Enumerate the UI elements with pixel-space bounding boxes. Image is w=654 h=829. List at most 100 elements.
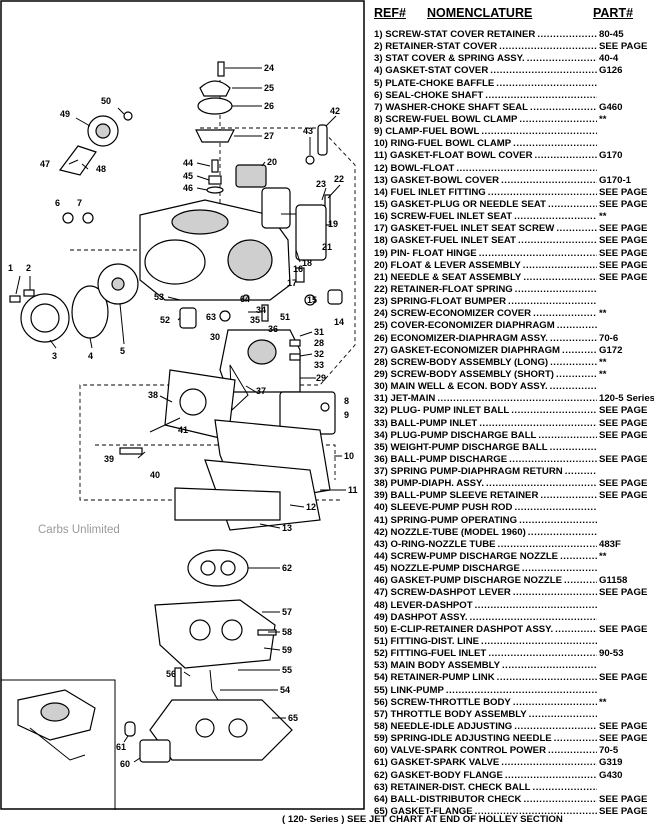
part-ref: 60) <box>374 745 388 757</box>
part-ref-name: 49) DASHPOT ASSY. <box>374 612 468 624</box>
dot-leader <box>518 235 597 247</box>
part-ref-name: 60) VALVE-SPARK CONTROL POWER <box>374 745 546 757</box>
part-ref: 13) <box>374 174 388 186</box>
callout: 41 <box>178 425 188 435</box>
dot-leader <box>514 502 597 514</box>
part-number: SEE PAGE <box>599 41 648 53</box>
part-ref: 62) <box>374 769 388 781</box>
part-number <box>599 78 654 90</box>
dot-leader <box>540 490 597 502</box>
part-ref: 7) <box>374 101 383 113</box>
part-number <box>599 563 654 575</box>
dot-leader <box>511 405 597 417</box>
part-row: 20) FLOAT & LEVER ASSEMBLYSEE PAGE <box>374 260 654 272</box>
callout: 22 <box>334 174 344 184</box>
dot-leader <box>533 782 597 794</box>
dot-leader <box>550 381 597 393</box>
callout: 33 <box>314 360 324 370</box>
callout: 9 <box>344 410 349 420</box>
part-number <box>599 381 654 393</box>
part-name: FITTING-DIST. LINE <box>390 636 480 648</box>
part-number: G319 <box>599 757 623 769</box>
callout: 29 <box>316 373 326 383</box>
callout: 47 <box>40 159 50 169</box>
part-ref-name: 33) BALL-PUMP INLET <box>374 418 477 430</box>
callout: 7 <box>77 198 82 208</box>
part-ref: 50) <box>374 623 388 635</box>
dot-leader <box>550 357 597 369</box>
main-well-body <box>219 304 301 412</box>
header-nomenclature: NOMENCLATURE <box>427 6 533 20</box>
part-ref-name: 52) FITTING-FUEL INLET <box>374 648 486 660</box>
callout: 17 <box>287 278 297 288</box>
part-name: RING-FUEL BOWL CLAMP <box>390 138 512 150</box>
part-name: RETAINER-STAT COVER <box>385 41 498 53</box>
part-name: PIN- FLOAT HINGE <box>390 247 477 259</box>
callout: 52 <box>160 315 170 325</box>
part-number: 483F <box>599 538 621 550</box>
callout: 39 <box>104 454 114 464</box>
callout: 57 <box>282 607 292 617</box>
dot-leader <box>508 296 597 308</box>
part-number: 40-4 <box>599 53 619 65</box>
part-number: ** <box>599 368 607 380</box>
part-ref: 57) <box>374 708 388 720</box>
callout: 45 <box>183 171 193 181</box>
dot-leader <box>556 223 597 235</box>
part-ref: 47) <box>374 587 388 599</box>
dot-leader <box>499 41 597 53</box>
part-row: 25) COVER-ECONOMIZER DIAPHRAGM <box>374 320 654 332</box>
part-name: WASHER-CHOKE SHAFT SEAL <box>385 101 529 113</box>
part-ref: 16) <box>374 211 388 223</box>
part-ref: 55) <box>374 684 388 696</box>
part-name: GASKET-PLUG OR NEEDLE SEAT <box>390 198 547 210</box>
part-number: G430 <box>599 769 623 781</box>
part-ref-name: 8) SCREW-FUEL BOWL CLAMP <box>374 114 517 126</box>
part-ref-name: 27) GASKET-ECONOMIZER DIAPHRAGM <box>374 345 560 357</box>
part-name: GASKET-BOWL COVER <box>390 174 500 186</box>
callout: 25 <box>264 83 274 93</box>
part-row: 57) THROTTLE BODY ASSEMBLY <box>374 709 654 721</box>
part-ref-name: 46) GASKET-PUMP DISCHARGE NOZZLE <box>374 575 562 587</box>
part-ref-name: 64) BALL-DISTRIBUTOR CHECK <box>374 794 521 806</box>
part-name: LINK-PUMP <box>390 684 444 696</box>
part-number: 80-45 <box>599 29 624 40</box>
part-number <box>599 296 654 308</box>
callout: 59 <box>282 645 292 655</box>
part-row: 59) SPRING-IDLE ADJUSTING NEEDLESEE PAGE <box>374 733 654 745</box>
callout: 38 <box>148 390 158 400</box>
part-ref: 40) <box>374 502 388 514</box>
part-ref-name: 39) BALL-PUMP SLEEVE RETAINER <box>374 490 538 502</box>
part-ref: 37) <box>374 466 388 478</box>
part-ref: 3) <box>374 53 383 65</box>
part-ref-name: 50) E-CLIP-RETAINER DASHPOT ASSY. <box>374 624 553 636</box>
dot-leader <box>523 272 597 284</box>
part-number <box>599 527 654 539</box>
part-ref: 4) <box>374 65 383 77</box>
part-number <box>599 320 654 332</box>
callout: 46 <box>183 183 193 193</box>
part-ref: 54) <box>374 672 388 684</box>
diagram-svg: 24 25 26 27 50 49 42 43 20 44 45 46 23 2… <box>0 0 365 810</box>
callout: 16 <box>293 264 303 274</box>
part-name: BOWL-FLOAT <box>390 162 455 174</box>
float-parts <box>295 194 343 306</box>
part-number: SEE PAGE <box>599 733 648 745</box>
part-ref-name: 22) RETAINER-FLOAT SPRING <box>374 284 513 296</box>
part-row: 9) CLAMP-FUEL BOWL <box>374 126 654 138</box>
part-name: CLAMP-FUEL BOWL <box>385 126 480 138</box>
part-row: 44) SCREW-PUMP DISCHARGE NOZZLE** <box>374 551 654 563</box>
part-row: 58) NEEDLE-IDLE ADJUSTINGSEE PAGE <box>374 721 654 733</box>
leader-lines <box>15 67 346 763</box>
callout: 18 <box>302 258 312 268</box>
dot-leader <box>555 624 597 636</box>
part-ref: 65) <box>374 806 388 817</box>
part-number: SEE PAGE <box>599 478 648 490</box>
part-row: 52) FITTING-FUEL INLET90-53 <box>374 648 654 660</box>
part-number <box>599 782 654 794</box>
part-name: BALL-PUMP DISCHARGE <box>390 453 508 465</box>
part-row: 38) PUMP-DIAPH. ASSY.SEE PAGE <box>374 478 654 490</box>
part-name: GASKET-PUMP DISCHARGE NOZZLE <box>390 575 563 587</box>
watermark: Carbs Unlimited <box>38 524 120 536</box>
part-row: 3) STAT COVER & SPRING ASSY.40-4 <box>374 53 654 65</box>
